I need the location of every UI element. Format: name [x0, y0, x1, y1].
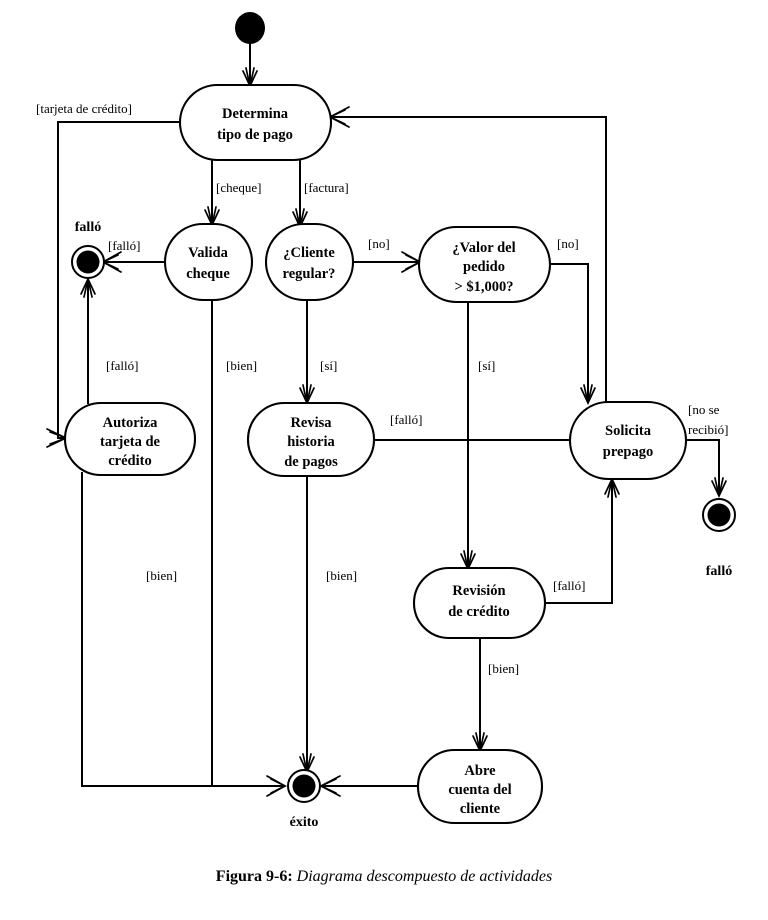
start-node: [235, 12, 265, 44]
guard-no-valor: [no]: [557, 236, 579, 251]
arrowhead-exito-left-2: [266, 775, 287, 797]
final-node-fallo-prepago: falló: [702, 498, 736, 579]
activity-valor-line1: ¿Valor del: [452, 240, 515, 256]
guard-factura: [factura]: [304, 180, 349, 195]
guard-no-se-recibio-l1: [no se: [688, 402, 720, 417]
activity-valida-line1: Valida: [188, 245, 229, 261]
arrowhead-solicita-top-2: [583, 384, 593, 404]
guard-cheque: [cheque]: [216, 180, 261, 195]
edge-valor-to-solicita: [549, 263, 589, 403]
figure-caption-number: Figura 9-6:: [215, 868, 293, 885]
activity-cliente-regular[interactable]: ¿Cliente regular?: [264, 222, 355, 302]
guard-no-cliente: [no]: [368, 236, 390, 251]
activity-valor-pedido[interactable]: ¿Valor del pedido > $1,000?: [417, 225, 552, 304]
guard-si-valor: [sí]: [478, 358, 495, 373]
activity-abre-line1: Abre: [464, 763, 496, 779]
guard-fallo-valida: [falló]: [108, 238, 140, 253]
activity-determina-line1: Determina: [222, 106, 289, 122]
activity-revisa-historia[interactable]: Revisa historia de pagos: [246, 401, 376, 478]
guard-label-layer: [tarjeta de crédito] [cheque] [factura] …: [36, 101, 728, 676]
activity-valida-line2: cheque: [186, 266, 230, 282]
activity-revisa-line2: historia: [287, 434, 335, 450]
activity-revision-line2: de crédito: [448, 604, 510, 620]
activity-revisa-line1: Revisa: [290, 415, 332, 431]
final-node-fallo-cheque-label: falló: [75, 220, 101, 235]
guard-bien-autoriza: [bien]: [146, 568, 177, 583]
edge-determina-to-autoriza: [57, 121, 181, 439]
final-node-fallo-cheque: falló: [71, 220, 105, 279]
activity-revision-line1: Revisión: [452, 583, 505, 599]
activity-solicita-prepago[interactable]: Solicita prepago: [568, 400, 688, 481]
activity-valor-line2: pedido: [463, 259, 505, 275]
activity-valor-line3: > $1,000?: [454, 279, 513, 295]
guard-no-se-recibio-l2: recibió]: [688, 422, 728, 437]
guard-fallo-autoriza: [falló]: [106, 358, 138, 373]
edge-layer: [46, 43, 727, 797]
guard-tarjeta-de-credito: [tarjeta de crédito]: [36, 101, 132, 116]
guard-si-cliente: [sí]: [320, 358, 337, 373]
edge-revision-to-solicita: [544, 479, 613, 604]
figure-caption: Figura 9-6: Diagrama descompuesto de act…: [0, 868, 768, 886]
final-node-fallo-prepago-label: falló: [706, 564, 732, 579]
guard-bien-revisa: [bien]: [326, 568, 357, 583]
activity-solicita-line2: prepago: [603, 444, 654, 460]
guard-bien-revision: [bien]: [488, 661, 519, 676]
activity-cliente-line1: ¿Cliente: [283, 245, 335, 261]
activity-autoriza-tarjeta[interactable]: Autoriza tarjeta de crédito: [63, 401, 197, 477]
activity-abre-line2: cuenta del: [448, 782, 511, 798]
edge-autoriza-to-exito: [81, 472, 285, 787]
activity-revision-credito[interactable]: Revisión de crédito: [412, 566, 547, 640]
figure-caption-title: Diagrama descompuesto de actividades: [296, 868, 553, 885]
arrowhead-fallo2-top-2: [714, 477, 724, 497]
guard-fallo-revision: [falló]: [553, 578, 585, 593]
guard-bien-valida: [bien]: [226, 358, 257, 373]
activity-revisa-line3: de pagos: [284, 454, 338, 470]
final-node-exito-label: éxito: [290, 815, 319, 830]
activity-solicita-line1: Solicita: [605, 423, 652, 439]
guard-fallo-revisa: [falló]: [390, 412, 422, 427]
activity-abre-cuenta[interactable]: Abre cuenta del cliente: [416, 748, 544, 825]
activity-abre-line3: cliente: [460, 801, 501, 817]
activity-cliente-line2: regular?: [283, 266, 336, 282]
activity-autoriza-line3: crédito: [108, 453, 151, 469]
edge-solicita-to-determina: [330, 116, 607, 403]
activity-determina-line2: tipo de pago: [217, 127, 293, 143]
final-node-exito: éxito: [287, 769, 321, 830]
activity-valida-cheque[interactable]: Valida cheque: [163, 222, 254, 302]
activity-autoriza-line2: tarjeta de: [100, 434, 161, 450]
activity-determina[interactable]: Determina tipo de pago: [178, 83, 333, 162]
activity-autoriza-line1: Autoriza: [103, 415, 159, 431]
